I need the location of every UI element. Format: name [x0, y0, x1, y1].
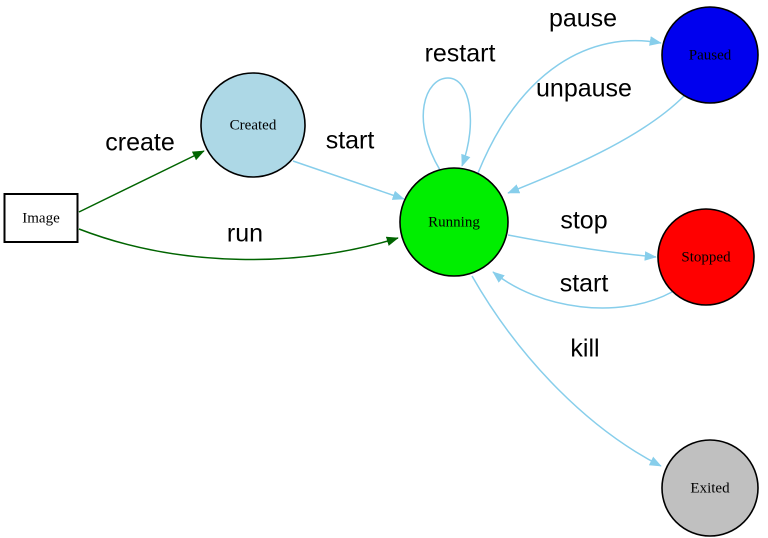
edge-stop[interactable]: stop — [507, 207, 657, 261]
node-image-rect — [3, 193, 79, 243]
edge-label-unpause: unpause — [536, 75, 632, 103]
edge-unpause-path — [507, 95, 685, 194]
node-exited-circle — [661, 439, 759, 537]
edge-create-path — [78, 150, 205, 213]
edges-layer: create run start restart pause unpause s… — [78, 5, 685, 467]
edge-create[interactable]: create — [78, 129, 205, 213]
edge-start-stopped[interactable]: start — [492, 270, 673, 309]
edge-start-created[interactable]: start — [292, 127, 405, 200]
node-stopped-circle — [657, 208, 755, 306]
edge-unpause[interactable]: unpause — [507, 75, 685, 194]
edge-stop-path — [507, 234, 657, 261]
edge-label-kill: kill — [570, 335, 599, 363]
node-running[interactable]: Running — [399, 167, 509, 277]
edge-label-pause: pause — [549, 5, 617, 33]
edge-label-create: create — [105, 129, 174, 157]
edge-restart-path — [422, 77, 472, 171]
node-paused[interactable]: Paused — [661, 6, 759, 104]
node-created[interactable]: Created — [200, 72, 306, 178]
node-stopped[interactable]: Stopped — [657, 208, 755, 306]
edge-pause[interactable]: pause — [477, 5, 662, 174]
edge-label-run: run — [227, 220, 263, 248]
edge-start-stopped-path — [492, 271, 673, 309]
node-paused-circle — [661, 6, 759, 104]
node-image[interactable]: Image — [3, 193, 79, 243]
node-created-circle — [200, 72, 306, 178]
edge-run[interactable]: run — [78, 220, 399, 261]
edge-pause-path — [477, 36, 662, 174]
edge-restart[interactable]: restart — [422, 40, 496, 171]
edge-start-created-path — [292, 160, 405, 200]
edge-label-restart: restart — [425, 40, 496, 68]
edge-kill-path — [471, 275, 662, 467]
edge-label-start-created: start — [326, 127, 375, 155]
node-exited[interactable]: Exited — [661, 439, 759, 537]
edge-label-start-stopped: start — [560, 270, 609, 298]
edge-run-path — [78, 228, 399, 261]
edge-label-stop: stop — [560, 207, 607, 235]
node-running-circle — [399, 167, 509, 277]
